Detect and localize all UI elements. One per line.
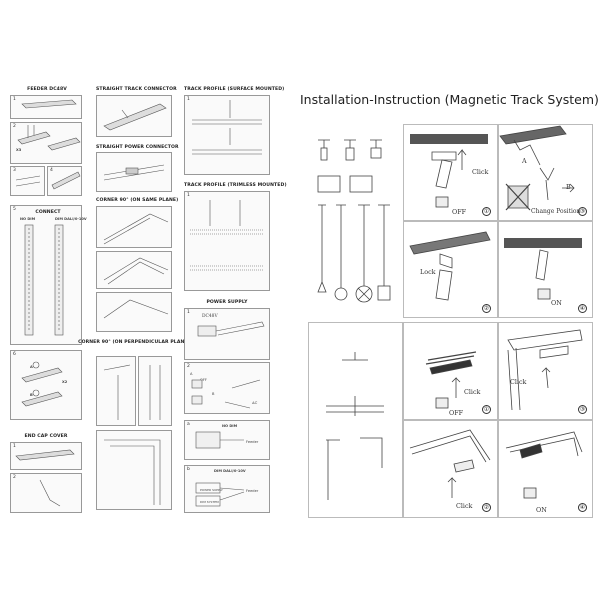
power-supply-title: POWER SUPPLY (206, 300, 248, 305)
wiring-power-supply-label: POWER SUPPLY (200, 488, 223, 492)
track-trimless-panel: 1 (184, 191, 270, 291)
step6-b-label: B (30, 393, 33, 397)
bottom-step-2 (403, 420, 498, 518)
top-a-label: A (522, 157, 527, 165)
top-click-label: Click (472, 168, 489, 176)
top-step-2-number: ② (482, 304, 491, 313)
feeder-step-3: 3 (10, 166, 45, 196)
straight-track-title: STRAIGHT TRACK CONNECTOR (96, 87, 177, 92)
power-off-label: OFF (200, 378, 207, 382)
straight-power-title: STRAIGHT POWER CONNECTOR (96, 145, 179, 150)
bottom-step-3-number: ③ (578, 405, 587, 414)
corner-same-step-2 (96, 251, 172, 289)
bottom-overview (308, 322, 403, 518)
endcap-step-2: 2 (10, 473, 82, 513)
wiring-feeder-label: Feeder (246, 440, 259, 444)
corner-perp-title: CORNER 90° (ON PERPENDICULAR PLANE) (78, 340, 190, 345)
track-surface-panel: 1 (184, 95, 270, 175)
power-b-label: B (212, 392, 215, 396)
ac-label: AC (252, 401, 258, 405)
power-a-label: A (190, 372, 193, 376)
corner-perp-step-3 (96, 430, 172, 510)
dim-wiring: b (184, 465, 270, 513)
dc48v-label: DC48V (202, 314, 218, 319)
dim-dali-label: DIM DALI/0-10V (55, 217, 87, 221)
wiring-no-dim-label: NO DIM (222, 424, 238, 428)
connect-panel: 5 (10, 205, 82, 345)
track-surface-title: TRACK PROFILE (SURFACE MOUNTED) (184, 87, 285, 92)
top-off-label: OFF (452, 208, 467, 216)
bottom-click-label-1: Click (464, 388, 481, 396)
bottom-click-label-3: Click (456, 502, 473, 510)
change-position-label: Change Position (531, 208, 581, 215)
bottom-step-1 (403, 322, 498, 420)
step6-a-label: A (30, 365, 33, 369)
bottom-off-label: OFF (449, 409, 464, 417)
feeder-title: FEEDER DC48V (27, 87, 67, 92)
instruction-title: Installation-Instruction (Magnetic Track… (300, 92, 599, 107)
top-on-label: ON (551, 299, 562, 307)
top-step-3-number: ③ (578, 207, 587, 216)
bottom-on-label: ON (536, 506, 547, 514)
corner-perp-step-2 (138, 356, 172, 426)
feeder-x3-label: X3 (16, 148, 22, 152)
connect-title: CONNECT (35, 210, 61, 215)
corner-same-title: CORNER 90° (ON SAME PLANE) (96, 198, 179, 203)
wiring-dim-system-label: DIM SYSTEM (200, 500, 219, 504)
feeder-step-1: 1 (10, 95, 82, 119)
top-step-4-number: ④ (578, 304, 587, 313)
wiring-dim-label: DIM DALI/0-10V (214, 469, 246, 473)
wiring-feeder-label-2: Feeder (246, 489, 259, 493)
top-b-label: B (566, 183, 571, 191)
track-trimless-title: TRACK PROFILE (TRIMLESS MOUNTED) (184, 183, 287, 188)
bottom-step-4 (498, 420, 593, 518)
bottom-step-1-number: ① (482, 405, 491, 414)
end-cap-title: END CAP COVER (24, 434, 68, 439)
step6-x2-label: X2 (62, 380, 68, 384)
bottom-step-2-number: ② (482, 503, 491, 512)
bottom-step-4-number: ④ (578, 503, 587, 512)
corner-same-step-3 (96, 292, 172, 332)
connect-step-6: 6 (10, 350, 82, 420)
no-dim-label: NO DIM (20, 217, 36, 221)
lock-label: Lock (420, 268, 436, 276)
top-step-1-number: ① (482, 207, 491, 216)
